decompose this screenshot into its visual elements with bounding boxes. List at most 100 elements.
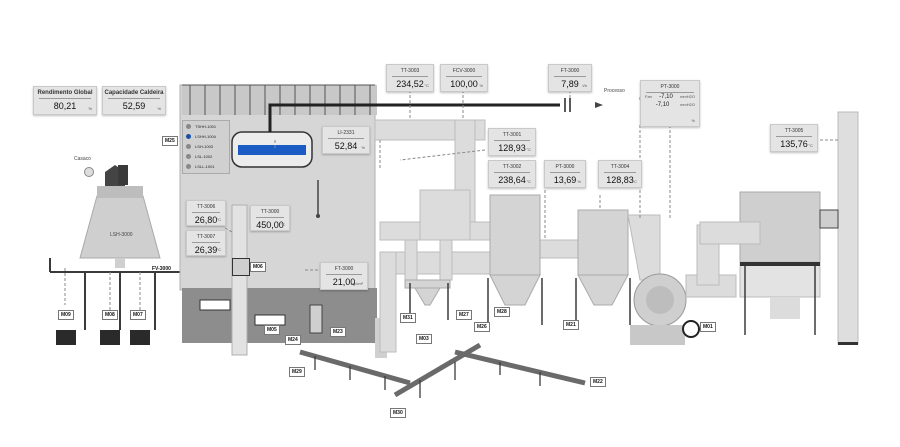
motor-icon	[682, 320, 700, 338]
status-indicator	[186, 133, 191, 139]
tag-title: PT-3000	[555, 164, 575, 170]
chimney	[819, 111, 859, 345]
level-item: LSHH-1004	[183, 131, 229, 141]
tag-fcv3000[interactable]: FCV-3000 100,00%	[440, 64, 488, 92]
tag-value: 100,00	[450, 79, 478, 89]
motor-label[interactable]: M01	[700, 322, 716, 332]
status-indicator	[186, 163, 191, 169]
level-switch-panel: TSHH-1001 LSHH-1004 LSH-1003 LSL-1002 LS…	[182, 120, 230, 174]
bag-filter	[699, 191, 821, 335]
tag-unit: °C	[808, 143, 814, 148]
motor-label[interactable]: M21	[563, 320, 579, 330]
divider	[554, 76, 586, 77]
level-item: LSL-1002	[183, 151, 229, 161]
tag-tt3002[interactable]: TT-3002 238,64°C	[488, 160, 536, 188]
divider	[604, 172, 636, 173]
divider	[326, 274, 362, 275]
global-efficiency-box: Rendimento Global 80,21 %	[33, 86, 97, 115]
tag-tt3003[interactable]: TT-3003 234,52°C	[386, 64, 434, 92]
tag-title: FT-3000	[334, 266, 354, 272]
boiler-capacity-value: 52,59	[122, 101, 146, 111]
divider	[392, 76, 428, 77]
pressure-title: PT-3000	[660, 84, 680, 90]
motor-label[interactable]: M06	[250, 262, 266, 272]
motor-label[interactable]: M29	[289, 367, 305, 377]
tag-title: LI-2331	[337, 130, 355, 136]
tag-tt3000[interactable]: TT-3000 450,00°C	[250, 205, 290, 231]
motor-label[interactable]: M03	[416, 334, 432, 344]
tag-value: 234,52	[396, 79, 424, 89]
tag-value: 238,64	[498, 175, 526, 185]
tag-tt3005[interactable]: TT-3005 135,76°C	[770, 124, 818, 152]
motor-label[interactable]: M09	[58, 310, 74, 320]
divider	[446, 76, 482, 77]
pressure-row-label: Fan	[645, 94, 652, 99]
divider	[39, 98, 91, 99]
tag-value: 135,76	[780, 139, 808, 149]
divider	[192, 242, 220, 243]
tag-tt3001[interactable]: TT-3001 128,93°C	[488, 128, 536, 156]
tag-value: 13,69	[553, 175, 577, 185]
motor-label[interactable]: M24	[285, 335, 301, 345]
tag-unit: kg/cm²	[351, 281, 363, 286]
global-efficiency-title: Rendimento Global	[37, 90, 93, 96]
tag-value: 26,39	[194, 245, 218, 255]
tag-tt3006[interactable]: TT-3006 26,80°C	[186, 200, 226, 226]
divider	[108, 98, 160, 99]
tag-value: 7,89	[561, 79, 579, 89]
pressure-row-unit: mmH2O	[680, 94, 695, 99]
global-efficiency-unit: %	[88, 106, 92, 111]
status-indicator	[186, 143, 191, 149]
tag-tt3004[interactable]: TT-3004 128,83°C	[598, 160, 642, 188]
tag-value: 52,84	[334, 141, 358, 151]
feed-platform	[49, 258, 182, 330]
boiler-capacity-title: Capacidade Caldeira	[104, 90, 164, 96]
motor-label[interactable]: M22	[590, 377, 606, 387]
conveyor-lines	[299, 342, 586, 398]
motor-label[interactable]: M07	[130, 310, 146, 320]
tag-pt3000[interactable]: PT-3000 13,69%	[544, 160, 586, 188]
tag-title: TT-3002	[502, 164, 522, 170]
tag-title: TT-3006	[196, 204, 216, 210]
tag-unit: °C	[526, 179, 532, 184]
tag-title: FCV-3000	[452, 68, 476, 74]
pressure-unit: %	[691, 118, 695, 123]
motor-label[interactable]: M31	[400, 313, 416, 323]
tag-value: 21,00	[332, 277, 356, 287]
tag-unit: °C	[280, 222, 286, 227]
divider	[328, 138, 364, 139]
motor-label[interactable]: M08	[102, 310, 118, 320]
pressure-row-value: -7,10	[659, 94, 673, 100]
motor-label[interactable]: M27	[456, 310, 472, 320]
motor-label[interactable]: M26	[474, 322, 490, 332]
tag-unit: °C	[216, 217, 222, 222]
divider	[494, 172, 530, 173]
motor-label[interactable]: M23	[330, 327, 346, 337]
silo	[79, 165, 161, 268]
tag-unit: %	[479, 83, 483, 88]
motor-label[interactable]: M28	[494, 307, 510, 317]
tag-tt3007[interactable]: TT-3007 26,39°C	[186, 230, 226, 256]
tag-unit: °C	[526, 147, 532, 152]
divider	[646, 92, 694, 93]
motor-label[interactable]: M30	[390, 408, 406, 418]
tag-value: 26,80	[194, 215, 218, 225]
motor-label[interactable]: M25	[162, 136, 178, 146]
tag-title: TT-3003	[400, 68, 420, 74]
level-label: LSHH-1004	[195, 133, 216, 139]
status-indicator	[186, 153, 191, 159]
boiler-capacity-box: Capacidade Caldeira 52,59 %	[102, 86, 166, 115]
tag-title: FT-3000	[560, 68, 580, 74]
boiler-capacity-unit: %	[157, 106, 161, 111]
level-item: LSLL-1001	[183, 161, 229, 171]
divider	[494, 140, 530, 141]
level-item: TSHH-1001	[183, 121, 229, 131]
tag-title: TT-3004	[610, 164, 630, 170]
motor-label[interactable]: M05	[264, 325, 280, 335]
tag-li2331[interactable]: LI-2331 52,84%	[322, 126, 370, 154]
